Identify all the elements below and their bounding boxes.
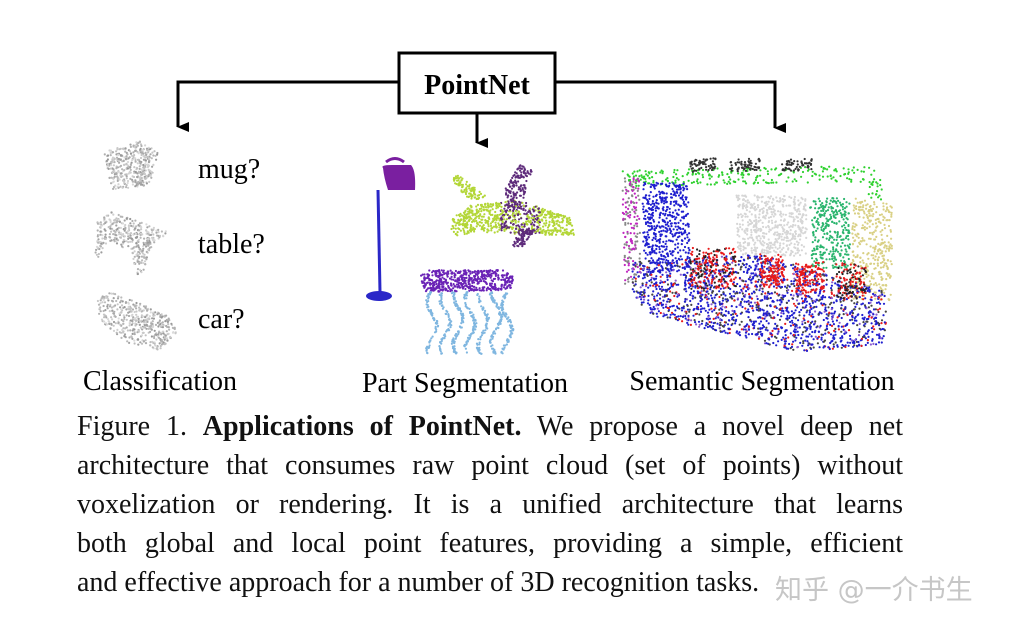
room-point-cloud — [621, 157, 894, 352]
caption-figure-title: Applications of PointNet. — [202, 411, 522, 442]
branch-label-classification: Classification — [83, 366, 237, 397]
part-segmentation-panel — [366, 157, 575, 355]
caption-line-3: voxelization or rendering. It is a unifi… — [77, 489, 903, 520]
class-label-mug: mug? — [198, 154, 260, 185]
lamp-point-cloud — [366, 157, 416, 301]
class-label-car: car? — [198, 304, 245, 335]
classification-panel: mug? table? car? — [94, 140, 265, 351]
zhihu-watermark: 知乎 @一介书生 — [775, 575, 973, 606]
pointnet-root-label: PointNet — [424, 70, 530, 101]
pointnet-root-box: PointNet — [397, 51, 557, 115]
caption-figure-number: Figure 1. — [77, 411, 203, 442]
caption-line-1-rest: We propose a novel deep net — [521, 411, 903, 442]
caption-line-4: both global and local point features, pr… — [77, 528, 903, 559]
caption-line-1: Figure 1. Applications of PointNet. We p… — [77, 408, 903, 446]
table-point-cloud — [94, 211, 167, 276]
branch-label-part-segmentation: Part Segmentation — [362, 368, 568, 399]
pointnet-figure: PointNet mug? table? car? Classification… — [83, 51, 895, 399]
segmented-table-point-cloud — [420, 269, 515, 355]
class-label-table: table? — [198, 229, 265, 260]
airplane-point-cloud — [450, 164, 575, 248]
arrow-to-classification — [176, 80, 399, 132]
mug-point-cloud — [103, 140, 159, 190]
branch-label-semantic-segmentation: Semantic Segmentation — [629, 366, 894, 397]
caption-line-2: architecture that consumes raw point clo… — [77, 450, 903, 481]
branch-connectors — [176, 80, 786, 148]
caption-line-5: and effective approach for a number of 3… — [77, 567, 760, 598]
car-point-cloud — [96, 292, 177, 351]
arrow-to-semantic-segmentation — [555, 80, 786, 133]
